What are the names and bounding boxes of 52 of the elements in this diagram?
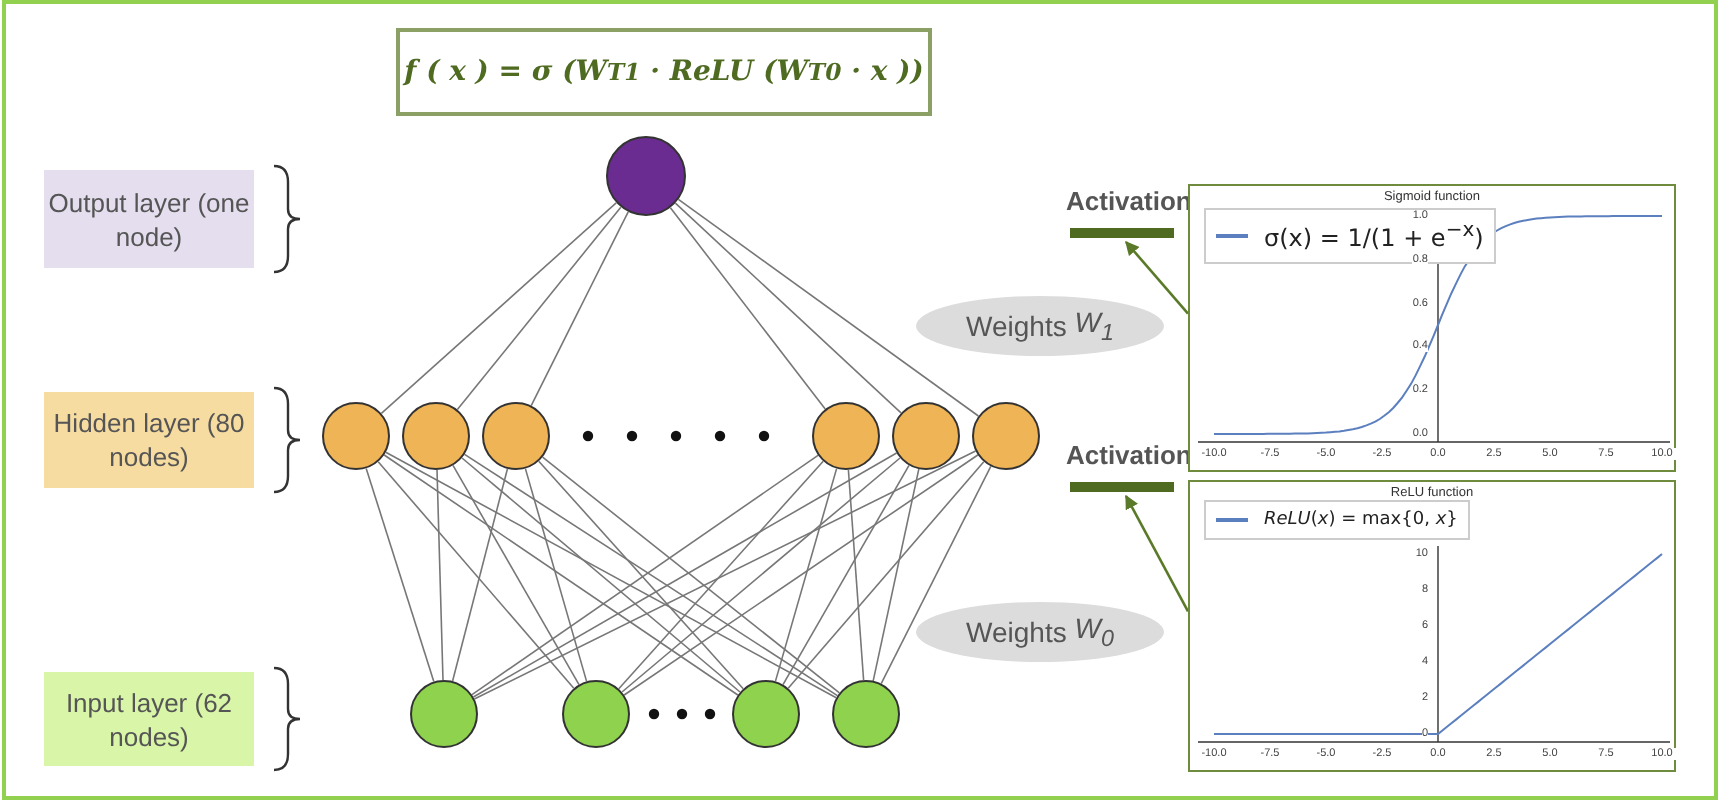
arrow bbox=[1124, 494, 1190, 612]
chart-panel bbox=[1188, 184, 1676, 472]
weights-ellipse: Weights W$_{0}$ bbox=[916, 602, 1164, 662]
connection-line bbox=[461, 457, 741, 693]
connection-line bbox=[674, 202, 902, 414]
connection-line bbox=[530, 211, 629, 407]
connection-line bbox=[847, 469, 865, 681]
function-formula: ReLU(x) = max{0, x} bbox=[1264, 510, 1458, 530]
layer-label: Input layer (62 nodes) bbox=[44, 672, 254, 766]
hidden-neuron bbox=[482, 402, 550, 470]
connection-line bbox=[452, 464, 580, 686]
connection-line bbox=[451, 468, 509, 682]
connection-line bbox=[677, 198, 980, 417]
hidden-neuron bbox=[322, 402, 390, 470]
connection-line bbox=[541, 456, 841, 694]
input-neuron bbox=[832, 680, 900, 748]
activation-label: Activation bbox=[1066, 440, 1192, 472]
hidden-neuron bbox=[892, 402, 960, 470]
layer-label: Output layer (one node) bbox=[44, 170, 254, 268]
connection-line bbox=[538, 460, 744, 690]
connection-line bbox=[880, 465, 992, 685]
layer-label: Hidden layer (80 nodes) bbox=[44, 392, 254, 488]
input-neuron bbox=[732, 680, 800, 748]
connection-line bbox=[385, 451, 837, 699]
connection-line bbox=[524, 467, 588, 683]
connection-line bbox=[669, 207, 826, 410]
connection-line bbox=[872, 468, 920, 682]
function-formula: σ(x) = 1/(1 + e$^{−x}$) bbox=[1264, 220, 1484, 252]
connection-line bbox=[782, 464, 910, 686]
input-neuron bbox=[410, 680, 478, 748]
connection-line bbox=[621, 457, 901, 693]
connection-line bbox=[380, 202, 617, 415]
arrow bbox=[1125, 240, 1189, 315]
hidden-neuron bbox=[812, 402, 880, 470]
connection-line bbox=[365, 467, 435, 683]
connection-line bbox=[377, 461, 575, 689]
output-neuron bbox=[606, 136, 686, 216]
connection-line bbox=[472, 452, 898, 698]
hidden-neuron bbox=[402, 402, 470, 470]
connection-line bbox=[787, 461, 985, 689]
weights-ellipse: Weights W$_{1}$ bbox=[916, 296, 1164, 356]
connection-line bbox=[618, 460, 824, 690]
connection-line bbox=[623, 454, 979, 696]
connection-line bbox=[383, 454, 739, 696]
input-neuron bbox=[562, 680, 630, 748]
hidden-neuron bbox=[972, 402, 1040, 470]
connection-line bbox=[774, 467, 838, 683]
activation-label: Activation bbox=[1066, 186, 1192, 218]
connection-line bbox=[473, 450, 977, 700]
connection-line bbox=[456, 206, 622, 411]
chart-panel bbox=[1188, 480, 1676, 772]
connection-line bbox=[436, 469, 444, 681]
